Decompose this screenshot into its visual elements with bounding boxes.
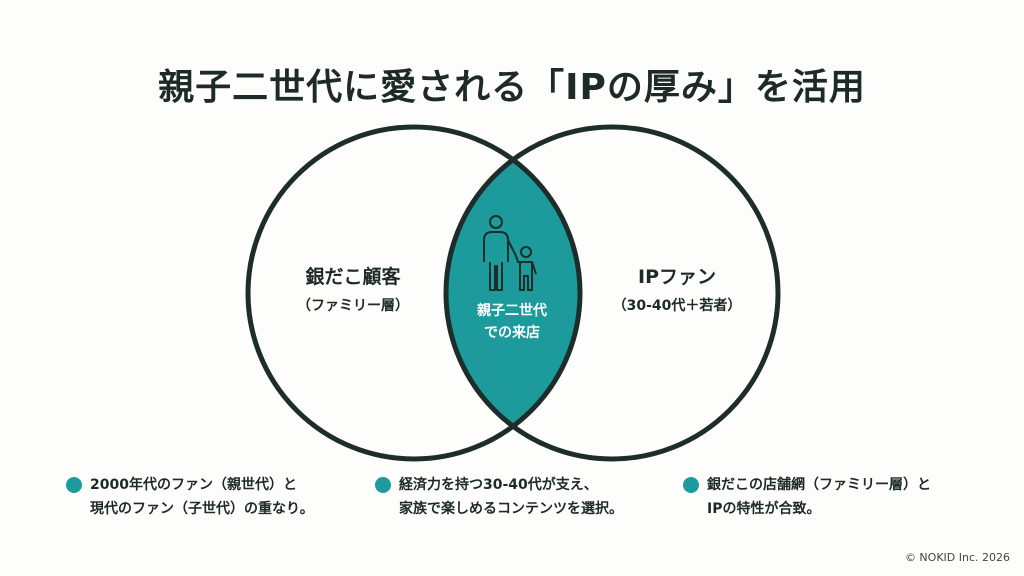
note-2: 経済力を持つ30-40代が支え、家族で楽しめるコンテンツを選択。	[375, 473, 623, 521]
note-3: 銀だこの店舗網（ファミリー層）と IPの特性が合致。	[683, 473, 931, 521]
right-label-sub: （30-40代＋若者）	[612, 298, 742, 314]
note-line: 現代のファン（子世代）の重なり。	[90, 501, 314, 517]
copyright: © NOKID Inc. 2026	[904, 551, 1010, 564]
note-line: 銀だこの店舗網（ファミリー層）と	[707, 477, 931, 493]
slide-title: 親子二世代に愛される「IPの厚み」を活用	[158, 67, 866, 108]
note-1: 2000年代のファン（親世代）と現代のファン（子世代）の重なり。	[66, 473, 314, 521]
lens-fill	[446, 127, 580, 459]
left-label-sub: （ファミリー層）	[297, 298, 409, 314]
right-circle	[443, 124, 781, 462]
left-label: 銀だこ顧客 （ファミリー層）	[268, 262, 438, 315]
note-line: 家族で楽しめるコンテンツを選択。	[399, 501, 623, 517]
bullet-dot-icon	[683, 477, 699, 493]
overlap-label: 親子二世代 での来店	[463, 300, 561, 344]
bullet-dot-icon	[375, 477, 391, 493]
note-line: IPの特性が合致。	[707, 501, 821, 517]
note-line: 経済力を持つ30-40代が支え、	[399, 477, 598, 493]
bullet-dot-icon	[66, 477, 82, 493]
left-circle	[245, 124, 583, 462]
right-label: IPファン （30-40代＋若者）	[592, 262, 762, 315]
overlap-line-2: での来店	[484, 325, 540, 341]
right-label-main: IPファン	[638, 266, 716, 288]
overlap-line-1: 親子二世代	[477, 303, 547, 319]
parent-child-icon	[483, 215, 537, 291]
left-label-main: 銀だこ顧客	[305, 266, 401, 288]
note-line: 2000年代のファン（親世代）と	[90, 477, 297, 493]
